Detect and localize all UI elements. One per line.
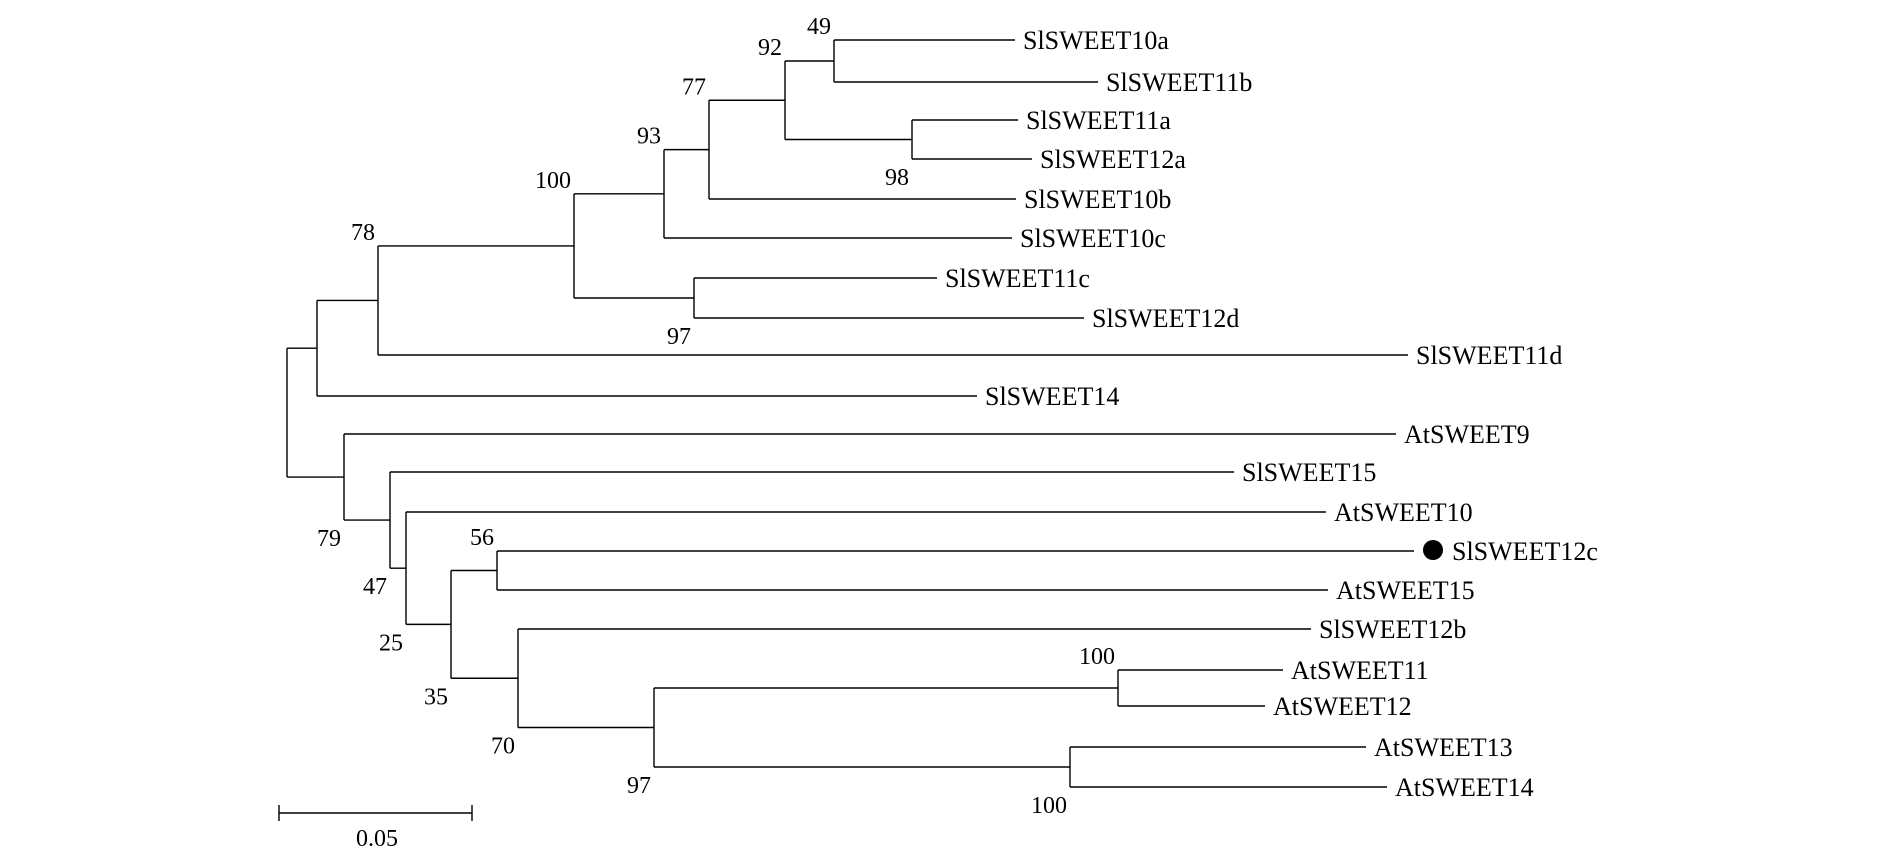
leaf-label-atsweet15: AtSWEET15 [1336,576,1475,605]
bootstrap-value: 100 [1031,793,1067,819]
bootstrap-value: 92 [758,35,782,61]
bootstrap-value: 97 [627,773,651,799]
scale-bar-label: 0.05 [356,826,398,852]
leaf-label-atsweet9: AtSWEET9 [1404,420,1530,449]
leaf-label-slsweet12d: SlSWEET12d [1092,304,1239,333]
bootstrap-labels: 49 98 92 77 93 97 100 78 100 100 97 70 56 35 25 47 79 [317,14,1115,819]
bootstrap-value: 79 [317,526,341,552]
tree-branches [286,39,1414,788]
bootstrap-value: 100 [535,168,571,194]
leaf-label-atsweet10: AtSWEET10 [1334,498,1473,527]
bootstrap-value: 93 [637,124,661,150]
leaf-label-slsweet12c: SlSWEET12c [1452,537,1598,566]
leaf-label-atsweet13: AtSWEET13 [1374,733,1513,762]
leaf-label-slsweet10a: SlSWEET10a [1023,26,1169,55]
leaf-label-atsweet14: AtSWEET14 [1395,773,1534,802]
bootstrap-value: 98 [885,165,909,191]
leaf-label-slsweet12a: SlSWEET12a [1040,145,1186,174]
bootstrap-value: 47 [363,574,387,600]
leaf-label-slsweet11a: SlSWEET11a [1026,106,1171,135]
leaf-label-slsweet11b: SlSWEET11b [1106,68,1252,97]
bootstrap-value: 97 [667,324,691,350]
leaf-label-slsweet10c: SlSWEET10c [1020,224,1166,253]
bootstrap-value: 35 [424,684,448,710]
bootstrap-value: 56 [470,525,494,551]
bootstrap-value: 70 [491,734,515,760]
leaf-label-slsweet10b: SlSWEET10b [1024,185,1171,214]
bootstrap-value: 49 [807,14,831,40]
leaf-labels: SlSWEET10aSlSWEET11bSlSWEET11aSlSWEET12a… [945,26,1598,802]
bootstrap-value: 25 [379,630,403,656]
bootstrap-value: 78 [351,220,375,246]
leaf-label-atsweet11: AtSWEET11 [1291,656,1429,685]
highlight-marker-icon [1423,540,1443,560]
leaf-label-slsweet12b: SlSWEET12b [1319,615,1466,644]
scale-bar: 0.05 [278,805,473,852]
leaf-label-slsweet11d: SlSWEET11d [1416,341,1562,370]
leaf-label-slsweet11c: SlSWEET11c [945,264,1090,293]
bootstrap-value: 100 [1079,644,1115,670]
leaf-label-slsweet14: SlSWEET14 [985,382,1119,411]
leaf-label-slsweet15: SlSWEET15 [1242,458,1376,487]
bootstrap-value: 77 [682,74,706,100]
leaf-label-atsweet12: AtSWEET12 [1273,692,1412,721]
